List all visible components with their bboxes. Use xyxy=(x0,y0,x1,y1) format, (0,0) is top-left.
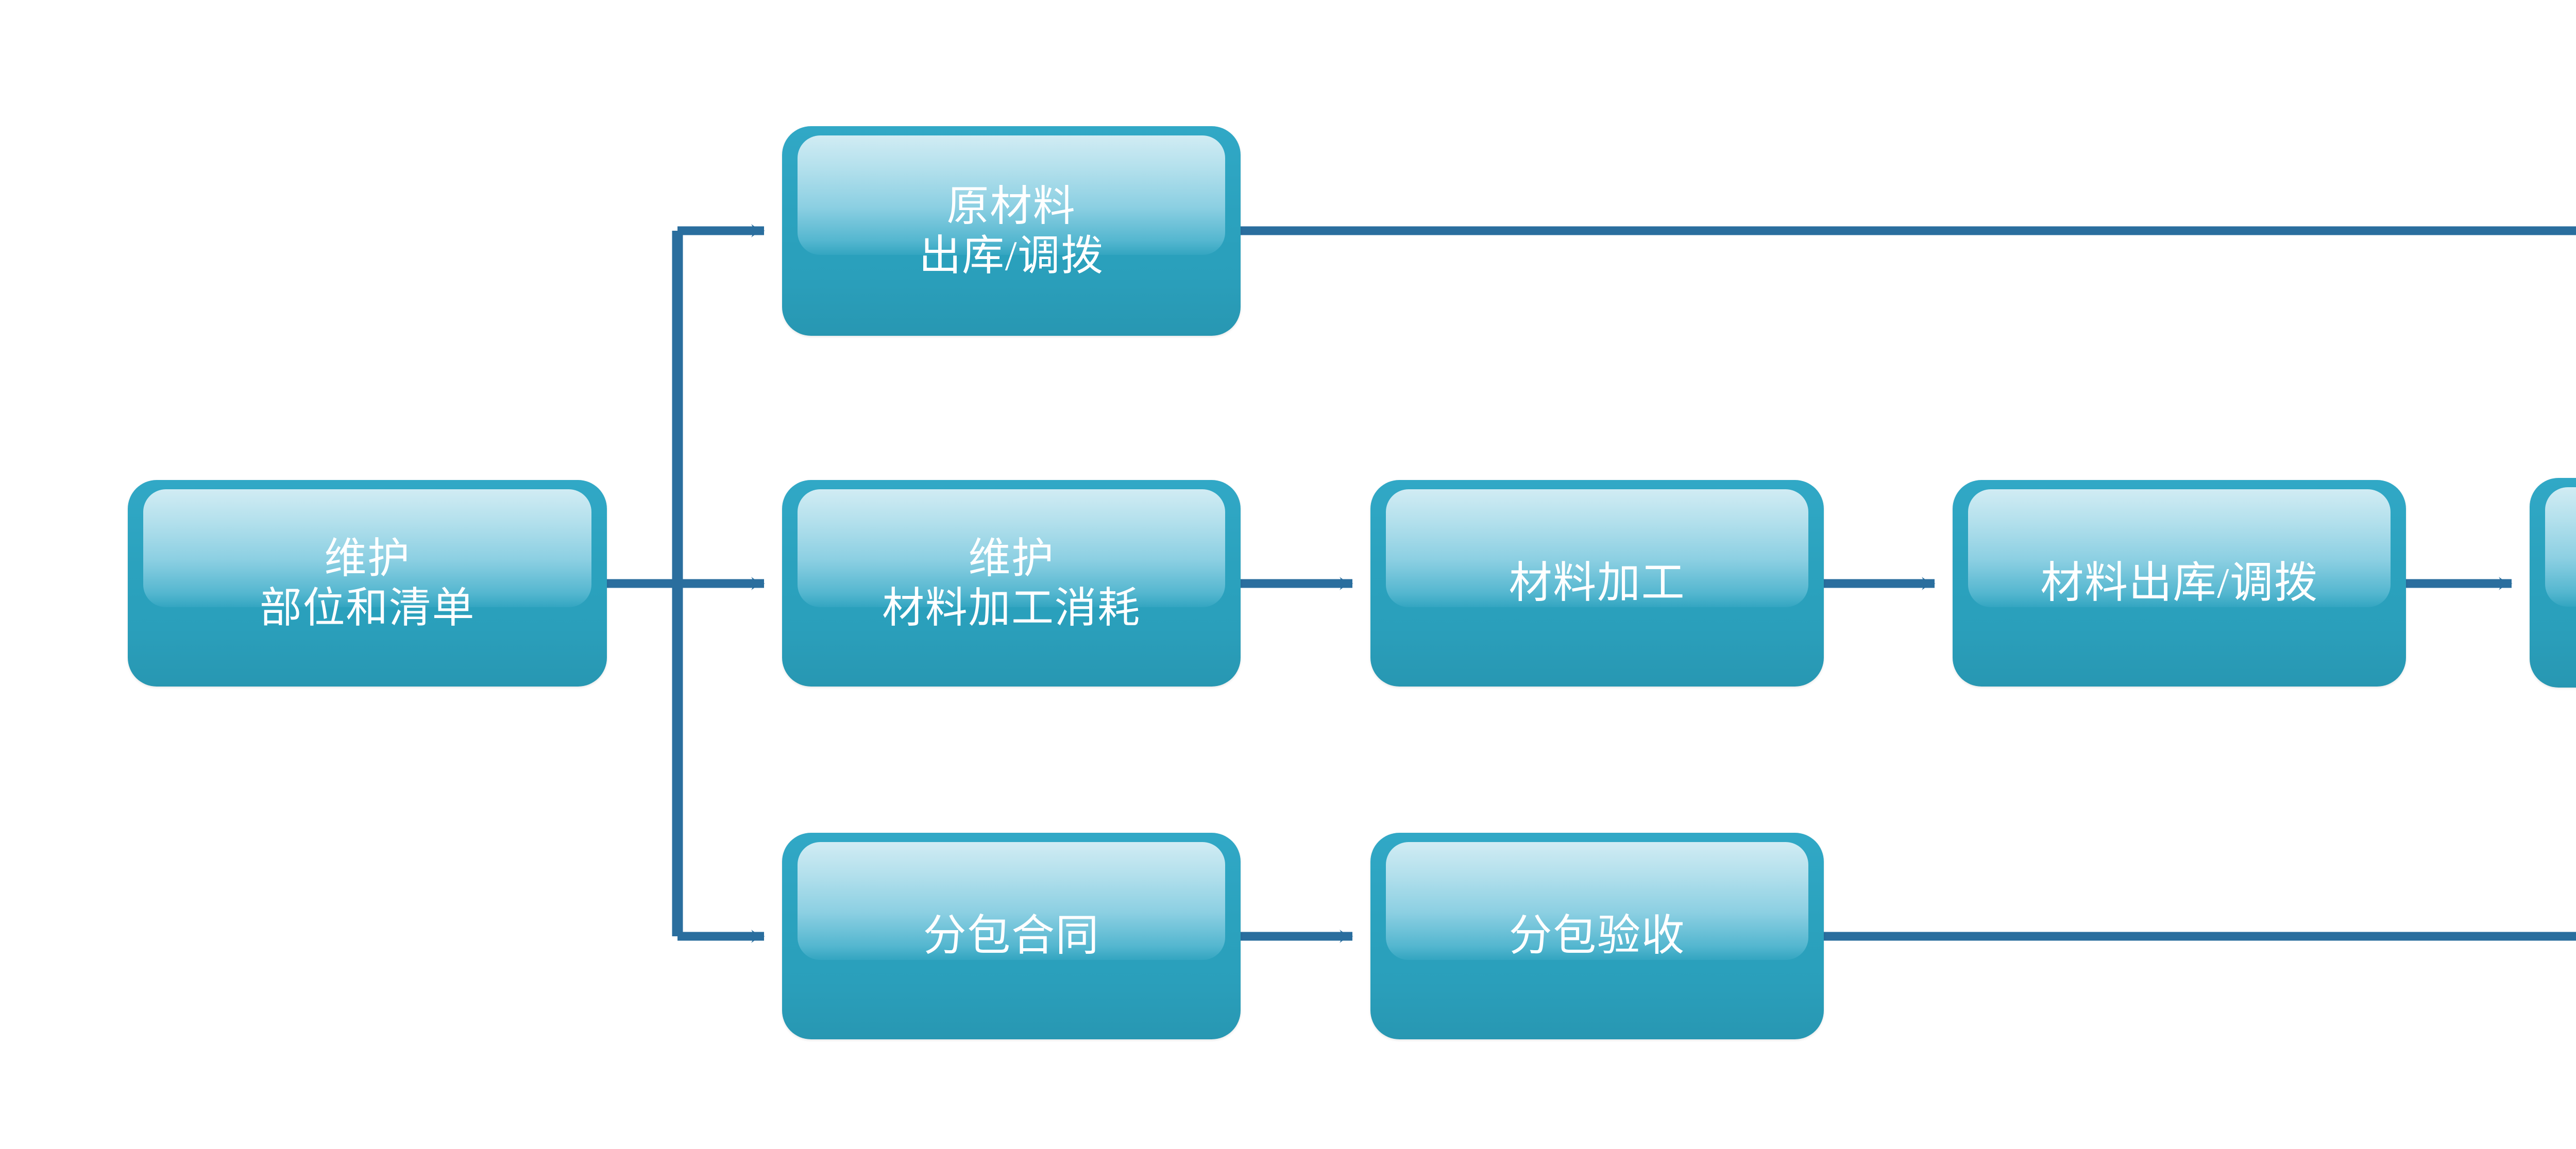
node-project-progress-analysis[interactable]: 工程进度分析 xyxy=(2530,478,2576,688)
node-label: 材料加工 xyxy=(1370,480,1824,687)
node-maintain-parts-list[interactable]: 维护 部位和清单 xyxy=(128,480,607,687)
edge-raw-material-to-analysis-top xyxy=(1241,226,2576,235)
node-label: 维护 材料加工消耗 xyxy=(782,480,1241,687)
node-label-line-1: 维护 xyxy=(324,535,411,582)
node-label: 材料出库/调拨 xyxy=(1953,480,2406,687)
node-label-line-1: 材料加工 xyxy=(1509,559,1686,607)
node-material-outbound-transfer[interactable]: 材料出库/调拨 xyxy=(1953,480,2406,687)
node-label-line-1: 分包验收 xyxy=(1509,912,1686,960)
node-subcontract-contract[interactable]: 分包合同 xyxy=(782,833,1241,1039)
node-raw-material-outbound[interactable]: 原材料 出库/调拨 xyxy=(782,126,1241,336)
node-label-line-2: 部位和清单 xyxy=(259,584,476,631)
node-subcontract-acceptance[interactable]: 分包验收 xyxy=(1370,833,1824,1039)
node-label-line-2: 材料加工消耗 xyxy=(882,584,1141,631)
node-label-line-1: 材料出库/调拨 xyxy=(2040,559,2318,607)
node-label-line-2: 出库/调拨 xyxy=(919,232,1104,279)
node-label: 分包合同 xyxy=(782,833,1241,1039)
node-material-processing[interactable]: 材料加工 xyxy=(1370,480,1824,687)
node-label-line-1: 分包合同 xyxy=(923,912,1100,960)
node-label: 维护 部位和清单 xyxy=(128,480,607,687)
node-label-line-1: 维护 xyxy=(968,535,1055,582)
node-label: 分包验收 xyxy=(1370,833,1824,1039)
node-label-line-1: 原材料 xyxy=(946,183,1076,230)
edge-acceptance-to-analysis-bottom xyxy=(1824,932,2576,941)
node-label: 工程进度分析 xyxy=(2530,478,2576,688)
node-maintain-material-processing-consumption[interactable]: 维护 材料加工消耗 xyxy=(782,480,1241,687)
node-label: 原材料 出库/调拨 xyxy=(782,126,1241,336)
